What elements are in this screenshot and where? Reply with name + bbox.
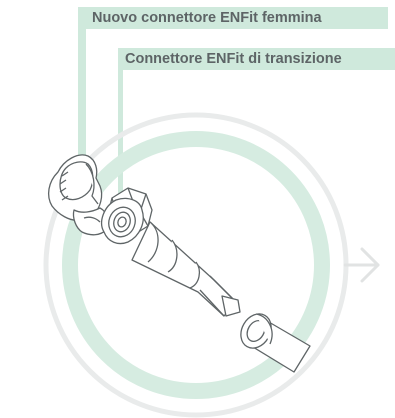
arrow-icon [343,247,380,283]
label-female-bg [86,7,388,29]
female-connector-icon [47,154,109,236]
female-connector-label: Nuovo connettore ENFit femmina [92,10,322,26]
leader-line-female [78,7,86,157]
label-transition-bg [119,48,395,70]
transition-connector-icon [101,187,241,317]
leader-line-transition [118,48,123,198]
tube-icon [240,313,311,373]
transition-connector-label: Connettore ENFit di transizione [125,51,342,67]
green-ring [62,131,330,399]
